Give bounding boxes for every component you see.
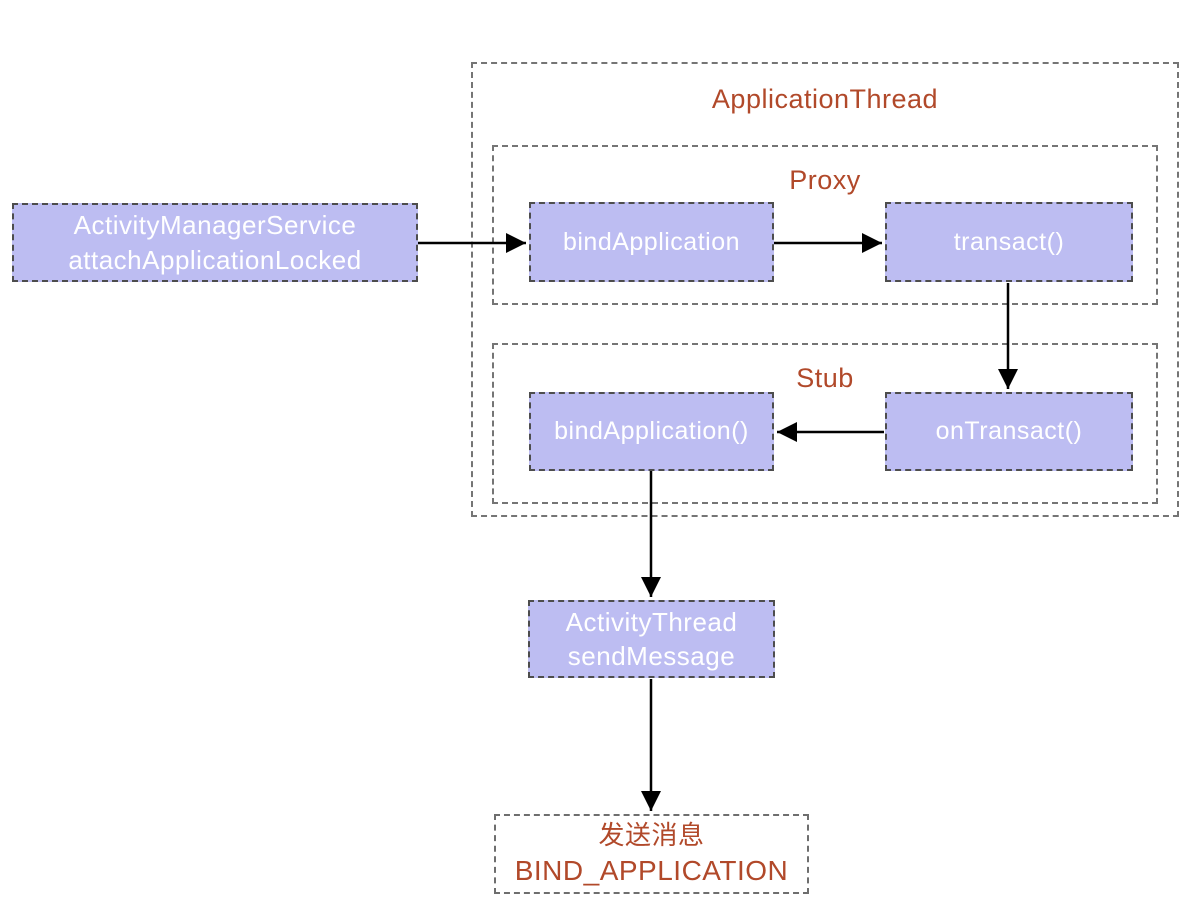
stub-title: Stub: [796, 363, 854, 393]
container-stub: Stub: [492, 343, 1158, 504]
transact-label: transact(): [953, 227, 1065, 256]
ams-label-line2: attachApplicationLocked: [68, 244, 362, 275]
on-transact-label: onTransact(): [935, 417, 1083, 445]
send-message-label-line2: BIND_APPLICATION: [514, 854, 789, 886]
ams-label-line1: ActivityManagerService: [73, 210, 357, 241]
node-activity-manager-service: ActivityManagerService attachApplication…: [12, 203, 418, 282]
proxy-title: Proxy: [789, 165, 861, 195]
application-thread-title: ApplicationThread: [711, 84, 939, 114]
node-transact: transact(): [885, 202, 1133, 282]
node-send-message-bind-application: 发送消息 BIND_APPLICATION: [494, 814, 809, 894]
activity-thread-label-line1: ActivityThread: [565, 606, 738, 637]
bind-application-proxy-label: bindApplication: [562, 227, 741, 256]
bind-application-stub-label: bindApplication(): [554, 417, 749, 445]
send-message-label-line1: 发送消息: [598, 820, 705, 851]
node-activity-thread: ActivityThread sendMessage: [528, 600, 775, 678]
container-proxy: Proxy: [492, 145, 1158, 305]
node-on-transact: onTransact(): [885, 392, 1133, 471]
activity-thread-label-line2: sendMessage: [567, 641, 736, 671]
container-application-thread: ApplicationThread: [471, 62, 1179, 517]
node-bind-application-stub: bindApplication(): [529, 392, 774, 471]
node-bind-application-proxy: bindApplication: [529, 202, 774, 282]
